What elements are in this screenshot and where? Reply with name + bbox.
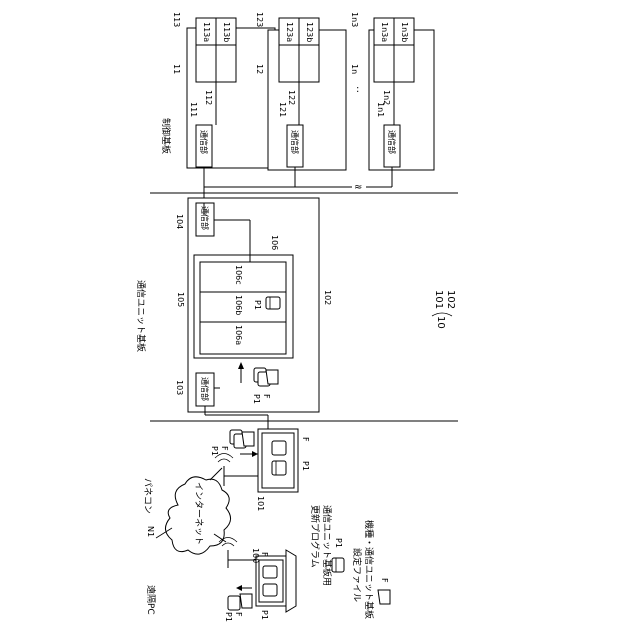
ref-103: 103 [175,380,184,395]
legend-program-symbol: P1 [334,538,343,548]
system-reference: 101 102 10 [432,290,456,329]
boards-ellipsis: : [356,84,359,95]
ref-1n2: 1n2 [382,90,391,105]
ref-113: 113 [172,12,181,27]
control-board-1n: 1n3a 1n3b 1n3 1n 通信部 1n1 1n2 [350,12,434,187]
comm-unit-title: 通信ユニット基板 [135,280,147,352]
system-sub-102: 102 [445,290,456,309]
legend-program-line2: 通信ユニット基板用 [321,505,333,586]
comm-104-label: 通信部 [200,206,210,230]
ref-1n: 1n [350,64,359,74]
stored-program-icon [266,297,280,309]
pasocon-p1-label: P1 [301,461,310,471]
ref-111: 111 [189,102,198,117]
remote-pc-100: 100 F P1 遠隔PC P1 F [145,538,296,622]
remote-pc-title: 遠隔PC [145,585,157,615]
ref-12: 12 [255,64,264,74]
pc-file-icon [263,584,277,596]
pasocon-file-icon [272,441,286,455]
ref-112: 112 [204,90,213,105]
pasocon-dl-p1-label: P1 [210,446,219,456]
pasocon-f-label: F [301,437,310,442]
ref-104: 104 [175,214,184,229]
cell-106a: 106a [234,325,243,345]
pasocon-dl-file-icon [242,432,254,446]
pc-wifi-icon [222,543,234,546]
legend-file-line2: 機種・通信ユニット基板 [363,520,375,619]
cell-1n3b: 1n3b [400,22,409,42]
cell-113b: 113b [222,22,231,42]
control-board-12: 123a 123b 123 12 通信部 121 122 [255,12,346,187]
cell-106b: 106b [234,295,243,315]
legend-file-line1: 設定ファイル [351,548,363,602]
internet-to-pasocon [210,468,222,480]
control-board-11: 113a 113b 113 11 通信部 111 112 [172,12,275,215]
pasocon-program-icon [272,461,286,475]
ref-121: 121 [278,102,287,117]
ref-100: 100 [251,548,260,563]
control-board-title: 制御基板 [160,118,172,154]
cell-1n3a: 1n3a [380,22,389,42]
ref-106: 106 [270,235,279,250]
pc-ul-file-icon [240,594,252,608]
inbound-file-icon [266,370,278,384]
ref-123: 123 [255,12,264,27]
legend-program-line1: 更新プログラム [309,505,321,568]
board-12-comm-label: 通信部 [290,130,300,154]
ref-101: 101 [256,496,265,511]
system-ref-10: 10 [435,316,446,329]
ref-11: 11 [172,64,181,74]
comm-103-label: 通信部 [200,377,210,401]
pc-ul-p1-label: P1 [224,612,233,622]
internet-cloud: インターネット N1 [146,477,231,554]
ref-122: 122 [287,90,296,105]
stored-p1-label: P1 [253,300,262,310]
legend-file-icon [378,590,390,604]
pc-f-label: F [260,552,269,557]
bus-break-mark: ≈ [354,182,362,193]
comm-unit-board: 通信ユニット基板 102 通信部 104 通信部 103 106a 106b 1… [135,198,332,412]
pc-ul-program-icon [228,596,240,610]
ref-105: 105 [176,292,185,307]
ref-102: 102 [323,290,332,305]
ref-n1: N1 [146,526,155,537]
pasocon-dl-f-label: F [220,446,229,451]
system-sub-101: 101 [433,290,444,309]
laptop-base [286,550,296,612]
cell-106c: 106c [234,265,243,285]
internet-label: インターネット [193,482,204,545]
pc-ul-f-label: F [234,612,243,617]
board-11-comm-label: 通信部 [199,130,209,154]
legend: 更新プログラム 通信ユニット基板用 P1 設定ファイル 機種・通信ユニット基板 … [309,505,390,619]
ref-1n3: 1n3 [350,12,359,27]
legend-file-symbol: F [380,578,389,583]
board-1n-comm-label: 通信部 [387,130,397,154]
pasocon-wifi-icon [218,459,230,462]
legend-program-icon [332,558,344,572]
inbound-f-label: F [262,394,271,399]
pc-program-icon [263,566,277,578]
pasocon-title: パネコン [142,478,153,514]
cell-123a: 123a [285,22,294,42]
cell-113a: 113a [202,22,211,42]
cell-123b: 123b [305,22,314,42]
pc-p1-label: P1 [260,610,269,620]
inbound-p1-label: P1 [252,394,261,404]
